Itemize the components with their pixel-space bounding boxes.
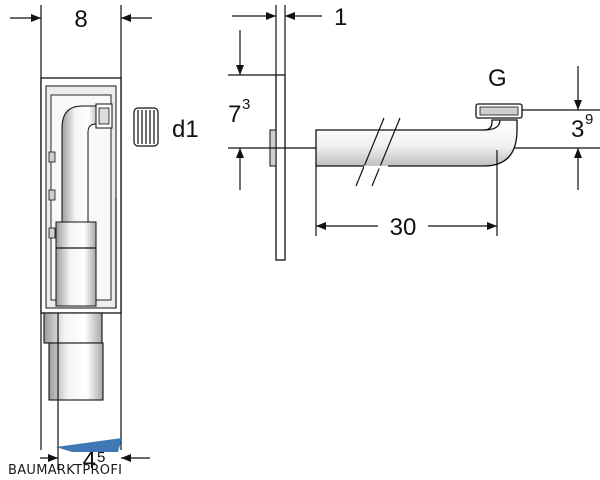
watermark-swoosh [56, 438, 122, 452]
housing-view: 8 d1 [10, 5, 199, 474]
depth-label-sup: 9 [585, 111, 593, 128]
length-label: 30 [390, 214, 417, 241]
pipe-bend-view: G 3 9 30 [315, 65, 600, 241]
connector-sleeve: d1 [133, 107, 199, 147]
width-dimension: 8 [10, 6, 152, 33]
length-dimension: 30 [315, 150, 498, 241]
bottom-width-label-2: 5 [97, 449, 105, 466]
bottom-width-label: 4 [83, 447, 96, 474]
depth-dimension: 3 9 [522, 66, 600, 190]
thread-label: G [488, 65, 507, 92]
height-label-sup: 3 [242, 96, 250, 113]
watermark: BAUMARKTPROFI [8, 438, 122, 478]
width-label: 8 [74, 6, 87, 33]
depth-label: 3 [571, 116, 584, 143]
height-label: 7 [228, 101, 241, 128]
wall-plate [275, 74, 286, 261]
watermark-text: BAUMARKTPROFI [8, 463, 122, 478]
thickness-label: 1 [334, 4, 347, 31]
pipe-body [315, 119, 518, 167]
thickness-dimension: 1 [232, 4, 347, 31]
diameter-label: d1 [172, 116, 199, 143]
bottom-dimension: 4 5 [40, 400, 150, 474]
